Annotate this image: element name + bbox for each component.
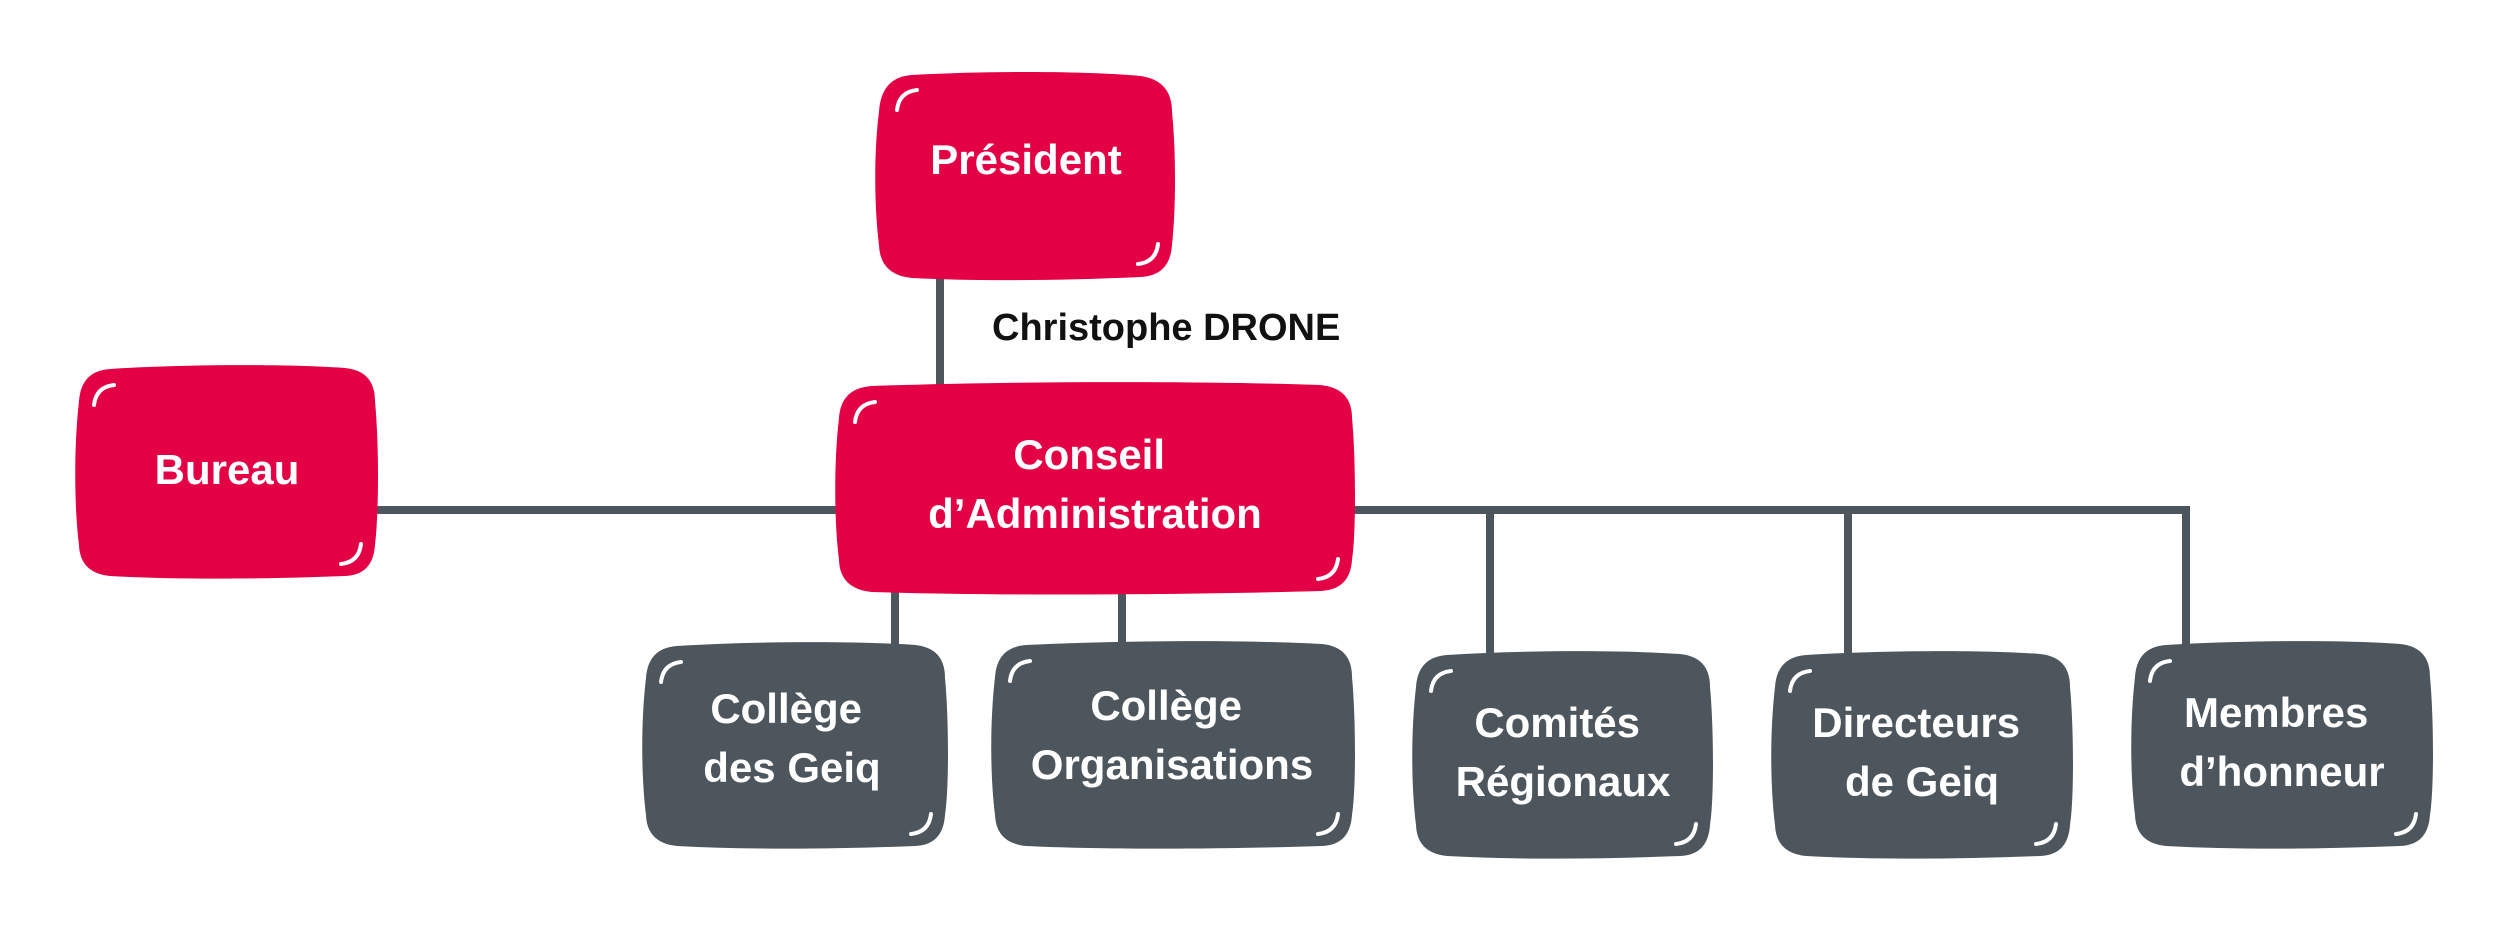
conseil-highlight-top xyxy=(853,400,877,424)
member-node-comites-regionaux: Comités Régionaux xyxy=(1412,651,1713,859)
member-label-line-2: d’honneur xyxy=(2179,748,2384,795)
president-highlight-bottom xyxy=(1136,242,1160,266)
member-label-comites-regionaux: Comités Régionaux xyxy=(1456,699,1671,805)
president-node: Président xyxy=(875,72,1175,281)
conseil-label: Conseil d’Administration xyxy=(928,431,1262,537)
member-box-comites-regionaux xyxy=(1412,651,1713,859)
member-node-college-organisations: Collège Organisations xyxy=(991,641,1355,849)
member-label-college-geiq: Collège des Geiq xyxy=(703,685,880,791)
member-label-line-1: Collège xyxy=(1090,682,1242,729)
member-box-college-geiq xyxy=(642,642,948,849)
member-node-directeurs-geiq: Directeurs de Geiq xyxy=(1771,651,2073,859)
member-node-college-geiq: Collège des Geiq xyxy=(642,642,948,849)
member-label-college-organisations: Collège Organisations xyxy=(1031,682,1313,788)
president-box xyxy=(875,72,1175,281)
conseil-highlight-bottom xyxy=(1316,557,1340,581)
member-label-line-2: Organisations xyxy=(1031,741,1313,788)
member-highlight-bottom-comites-regionaux xyxy=(1674,822,1698,846)
member-label-line-2: des Geiq xyxy=(703,744,880,791)
member-label-line-2: de Geiq xyxy=(1845,758,1999,805)
member-highlight-top-college-organisations xyxy=(1008,659,1032,683)
bureau-highlight-bottom xyxy=(339,542,363,566)
conseil-label-line-1: Conseil xyxy=(1013,431,1165,478)
president-person-name: Christophe DRONE xyxy=(992,307,1340,349)
member-label-line-1: Membres xyxy=(2184,689,2368,736)
bureau-highlight-top xyxy=(92,383,116,407)
member-label-line-2: Régionaux xyxy=(1456,758,1671,805)
member-label-line-1: Comités xyxy=(1474,699,1640,746)
member-highlight-bottom-college-organisations xyxy=(1316,812,1340,836)
member-label-directeurs-geiq: Directeurs de Geiq xyxy=(1812,699,2031,805)
conseil-box xyxy=(835,382,1355,595)
member-highlight-bottom-membres-honneur xyxy=(2394,812,2418,836)
member-highlight-top-membres-honneur xyxy=(2148,659,2172,683)
conseil-label-line-2: d’Administration xyxy=(928,490,1262,537)
conseil-node: Conseil d’Administration xyxy=(835,382,1355,595)
bureau-node: Bureau xyxy=(75,365,378,579)
president-label-line: Président xyxy=(930,136,1121,183)
bureau-label-line: Bureau xyxy=(155,446,300,493)
member-highlight-top-college-geiq xyxy=(659,660,683,684)
member-highlight-bottom-college-geiq xyxy=(909,812,933,836)
president-label: Président xyxy=(930,136,1121,183)
bureau-label: Bureau xyxy=(155,446,300,493)
member-box-directeurs-geiq xyxy=(1771,651,2073,859)
member-box-college-organisations xyxy=(991,641,1355,849)
president-highlight-top xyxy=(895,88,919,112)
member-label-line-1: Collège xyxy=(710,685,862,732)
member-label-line-1: Directeurs xyxy=(1812,699,2020,746)
bureau-box xyxy=(75,365,378,579)
member-node-membres-honneur: Membres d’honneur xyxy=(2131,641,2433,849)
member-label-membres-honneur: Membres d’honneur xyxy=(2179,689,2384,795)
member-highlight-top-comites-regionaux xyxy=(1429,669,1453,693)
member-highlight-top-directeurs-geiq xyxy=(1788,669,1812,693)
member-box-membres-honneur xyxy=(2131,641,2433,849)
member-highlight-bottom-directeurs-geiq xyxy=(2034,822,2058,846)
